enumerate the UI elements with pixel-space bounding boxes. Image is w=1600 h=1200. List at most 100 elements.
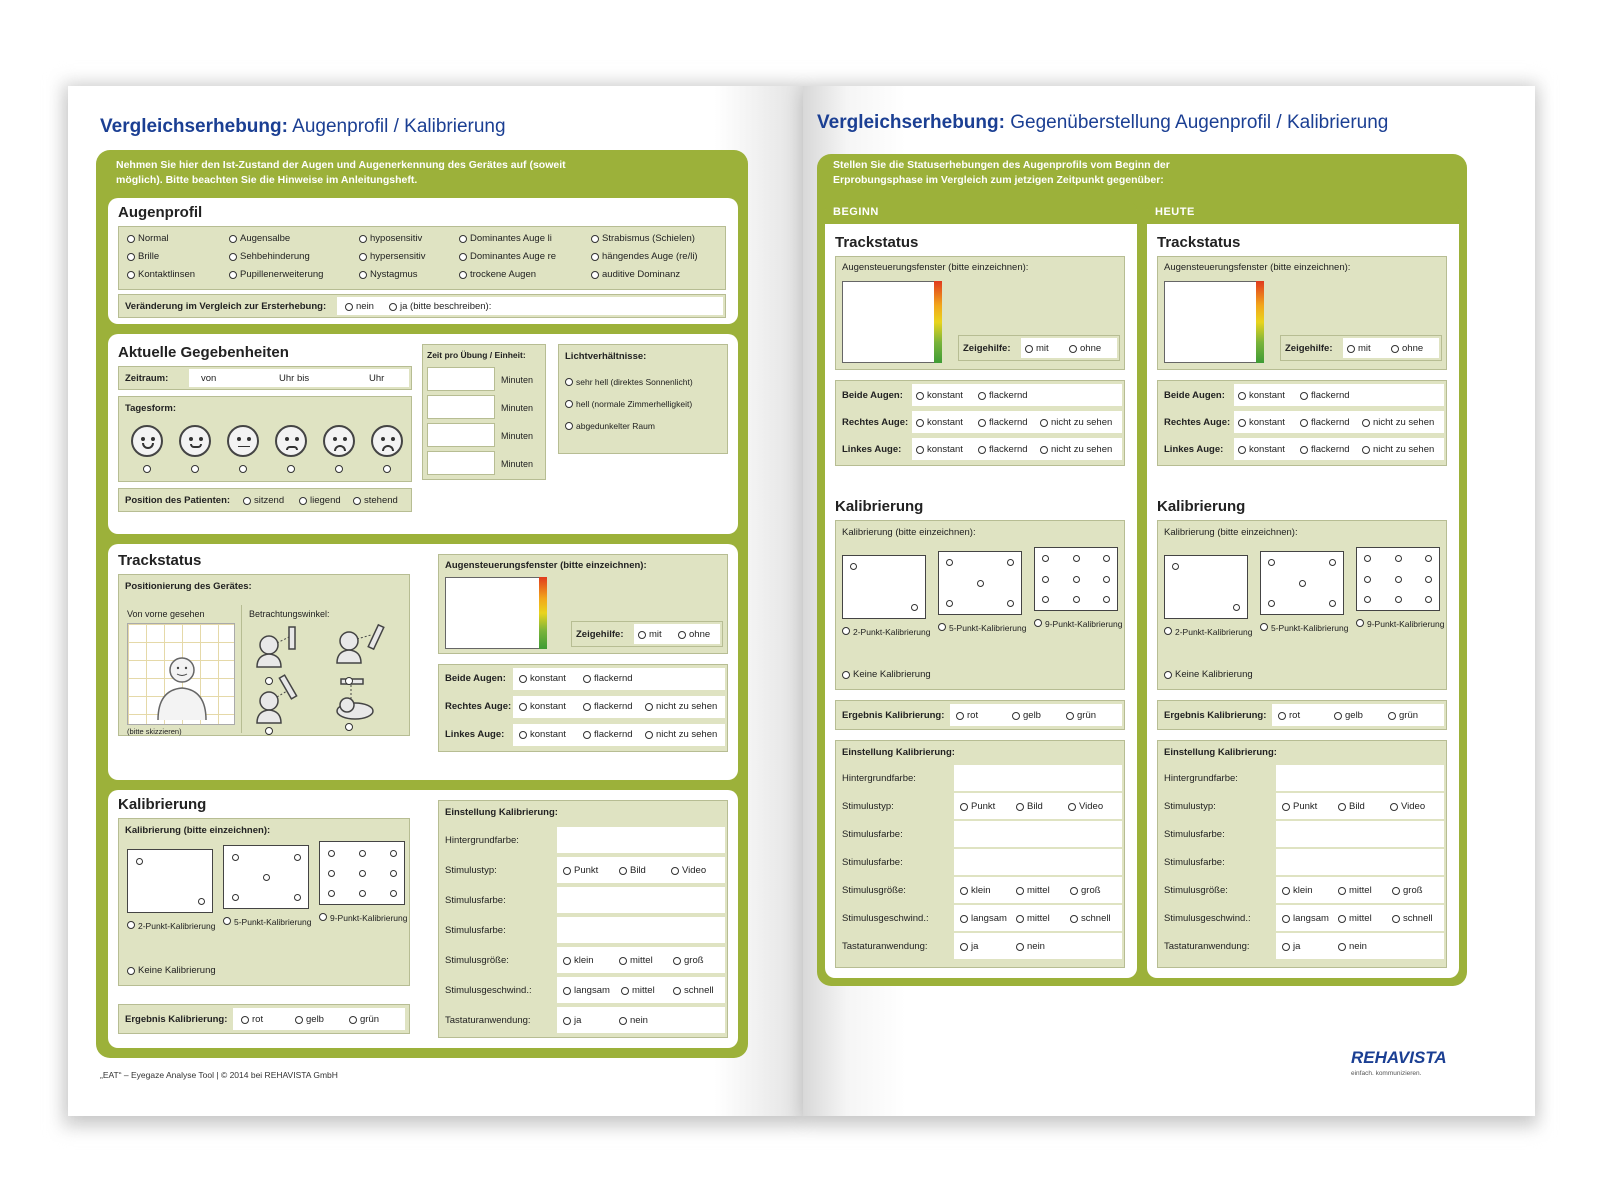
heute-tastatur-ja[interactable]: ja <box>1282 941 1300 952</box>
beginn-calib-none[interactable]: Keine Kalibrierung <box>842 669 931 680</box>
heute-fenster-area[interactable] <box>1164 281 1262 363</box>
beginn-links-nicht[interactable]: nicht zu sehen <box>1040 444 1112 455</box>
heute-farbe-field-2[interactable] <box>1276 849 1444 875</box>
geschwind-langsam[interactable]: langsam <box>563 985 610 996</box>
heute-calib-9-option[interactable]: 9-Punkt-Kalibrierung <box>1356 619 1446 629</box>
stimulusfarbe-field-2[interactable] <box>557 917 725 943</box>
heute-beide-flackernd[interactable]: flackernd <box>1300 390 1350 401</box>
opt-dominant-li[interactable]: Dominantes Auge li <box>459 233 552 244</box>
beginn-rechts-konstant[interactable]: konstant <box>916 417 963 428</box>
heute-calib-9-area[interactable] <box>1356 547 1440 611</box>
position-sitzend[interactable]: sitzend <box>243 495 284 506</box>
calib-5-point-option[interactable]: 5-Punkt-Kalibrierung <box>223 917 313 927</box>
beginn-rechts-nicht[interactable]: nicht zu sehen <box>1040 417 1112 428</box>
opt-normal[interactable]: Normal <box>127 233 169 244</box>
groesse-klein[interactable]: klein <box>563 955 594 966</box>
tagesform-radio-2[interactable] <box>191 465 199 473</box>
heute-calib-none[interactable]: Keine Kalibrierung <box>1164 669 1253 680</box>
groesse-gross[interactable]: groß <box>673 955 704 966</box>
beginn-beide-flackernd[interactable]: flackernd <box>978 390 1028 401</box>
heute-geschwind-schnell[interactable]: schnell <box>1392 913 1433 924</box>
position-stehend[interactable]: stehend <box>353 495 398 506</box>
links-konstant[interactable]: konstant <box>519 729 566 740</box>
beginn-rechts-flackernd[interactable]: flackernd <box>978 417 1028 428</box>
angle-radio-3[interactable] <box>265 727 273 735</box>
angle-radio-1[interactable] <box>265 677 273 685</box>
heute-ergebnis-gruen[interactable]: grün <box>1388 710 1418 721</box>
opt-augensalbe[interactable]: Augensalbe <box>229 233 290 244</box>
beginn-typ-bild[interactable]: Bild <box>1016 801 1043 812</box>
opt-hyposensitiv[interactable]: hyposensitiv <box>359 233 422 244</box>
beginn-geschwind-langsam[interactable]: langsam <box>960 913 1007 924</box>
change-yes[interactable]: ja (bitte beschreiben): <box>389 301 491 312</box>
beginn-hintergrund-field[interactable] <box>954 765 1122 791</box>
angle-radio-4[interactable] <box>345 723 353 731</box>
beide-konstant[interactable]: konstant <box>519 673 566 684</box>
beginn-typ-video[interactable]: Video <box>1068 801 1103 812</box>
heute-rechts-flackernd[interactable]: flackernd <box>1300 417 1350 428</box>
licht-dunkel[interactable]: abgedunkelter Raum <box>565 421 655 431</box>
heute-calib-2-option[interactable]: 2-Punkt-Kalibrierung <box>1164 627 1254 637</box>
opt-dominant-re[interactable]: Dominantes Auge re <box>459 251 556 262</box>
beginn-farbe-field-1[interactable] <box>954 821 1122 847</box>
zeigehilfe-mit[interactable]: mit <box>638 629 662 640</box>
heute-typ-video[interactable]: Video <box>1390 801 1425 812</box>
heute-zeigehilfe-mit[interactable]: mit <box>1347 343 1371 354</box>
beginn-links-konstant[interactable]: konstant <box>916 444 963 455</box>
tastatur-ja[interactable]: ja <box>563 1015 581 1026</box>
links-nicht[interactable]: nicht zu sehen <box>645 729 717 740</box>
beginn-geschwind-schnell[interactable]: schnell <box>1070 913 1111 924</box>
calib-9-point-option[interactable]: 9-Punkt-Kalibrierung <box>319 913 409 923</box>
stimulustyp-bild[interactable]: Bild <box>619 865 646 876</box>
opt-nystagmus[interactable]: Nystagmus <box>359 269 418 280</box>
stimulusfarbe-field-1[interactable] <box>557 887 725 913</box>
beginn-ergebnis-rot[interactable]: rot <box>956 710 978 721</box>
heute-geschwind-mittel[interactable]: mittel <box>1338 913 1372 924</box>
heute-zeigehilfe-ohne[interactable]: ohne <box>1391 343 1423 354</box>
tagesform-radio-1[interactable] <box>143 465 151 473</box>
rechts-flackernd[interactable]: flackernd <box>583 701 633 712</box>
opt-hypersensitiv[interactable]: hypersensitiv <box>359 251 425 262</box>
beginn-calib-5-area[interactable] <box>938 551 1022 615</box>
heute-calib-2-area[interactable] <box>1164 555 1248 619</box>
tagesform-radio-5[interactable] <box>335 465 343 473</box>
change-no[interactable]: nein <box>345 301 374 312</box>
heute-typ-bild[interactable]: Bild <box>1338 801 1365 812</box>
tagesform-radio-6[interactable] <box>383 465 391 473</box>
heute-hintergrund-field[interactable] <box>1276 765 1444 791</box>
beginn-calib-9-option[interactable]: 9-Punkt-Kalibrierung <box>1034 619 1124 629</box>
groesse-mittel[interactable]: mittel <box>619 955 653 966</box>
opt-haengendes-auge[interactable]: hängendes Auge (re/li) <box>591 251 698 262</box>
calib-none-option[interactable]: Keine Kalibrierung <box>127 965 216 976</box>
opt-trockene-augen[interactable]: trockene Augen <box>459 269 536 280</box>
calib-2-point-option[interactable]: 2-Punkt-Kalibrierung <box>127 921 217 931</box>
beginn-calib-5-option[interactable]: 5-Punkt-Kalibrierung <box>938 623 1028 633</box>
links-flackernd[interactable]: flackernd <box>583 729 633 740</box>
heute-ergebnis-gelb[interactable]: gelb <box>1334 710 1363 721</box>
calib-5-point-area[interactable] <box>223 845 309 909</box>
ergebnis-rot[interactable]: rot <box>241 1014 263 1025</box>
stimulustyp-punkt[interactable]: Punkt <box>563 865 598 876</box>
ergebnis-gelb[interactable]: gelb <box>295 1014 324 1025</box>
zeigehilfe-ohne[interactable]: ohne <box>678 629 710 640</box>
rechts-konstant[interactable]: konstant <box>519 701 566 712</box>
heute-tastatur-nein[interactable]: nein <box>1338 941 1367 952</box>
beide-flackernd[interactable]: flackernd <box>583 673 633 684</box>
opt-kontaktlinsen[interactable]: Kontaktlinsen <box>127 269 195 280</box>
zeit-field-4[interactable] <box>427 451 495 475</box>
hintergrundfarbe-field[interactable] <box>557 827 725 853</box>
heute-groesse-klein[interactable]: klein <box>1282 885 1313 896</box>
calib-9-point-area[interactable] <box>319 841 405 905</box>
beginn-ergebnis-gelb[interactable]: gelb <box>1012 710 1041 721</box>
beginn-links-flackernd[interactable]: flackernd <box>978 444 1028 455</box>
beginn-fenster-area[interactable] <box>842 281 940 363</box>
position-liegend[interactable]: liegend <box>299 495 341 506</box>
fenster-draw-area[interactable] <box>445 577 545 649</box>
beginn-groesse-mittel[interactable]: mittel <box>1016 885 1050 896</box>
licht-sehr-hell[interactable]: sehr hell (direktes Sonnenlicht) <box>565 377 693 387</box>
beginn-tastatur-ja[interactable]: ja <box>960 941 978 952</box>
change-field[interactable] <box>337 297 723 315</box>
opt-sehbehinderung[interactable]: Sehbehinderung <box>229 251 310 262</box>
geschwind-mittel[interactable]: mittel <box>621 985 655 996</box>
heute-links-nicht[interactable]: nicht zu sehen <box>1362 444 1434 455</box>
